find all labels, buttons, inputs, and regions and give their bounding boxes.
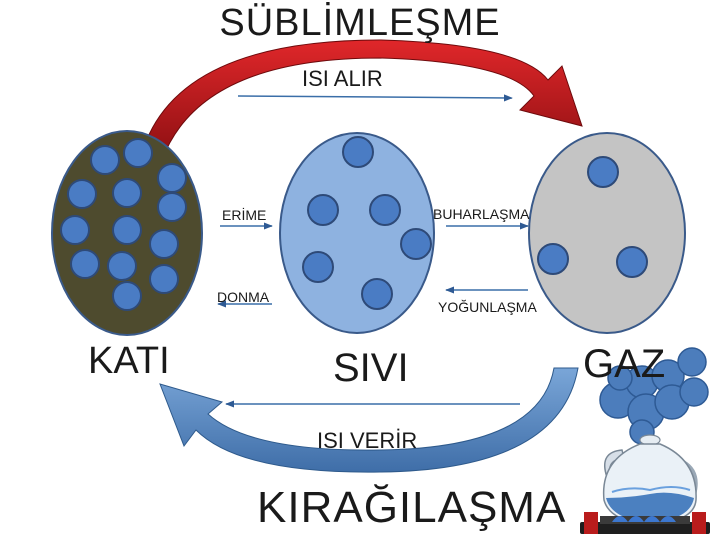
particle <box>112 178 142 208</box>
particle <box>157 163 187 193</box>
solid-label: KATI <box>88 340 170 382</box>
gas-label: GAZ <box>583 342 666 386</box>
deposition-title: KIRAĞILAŞMA <box>257 483 567 532</box>
sublimation-arrow <box>139 39 583 161</box>
freezing-label: DONMA <box>217 289 270 305</box>
evaporation-label: BUHARLAŞMA <box>433 206 530 222</box>
cloud-icon <box>599 347 709 453</box>
particle <box>537 243 569 275</box>
stove-icon <box>580 512 710 534</box>
particle <box>149 229 179 259</box>
deposition-arrow <box>159 367 579 473</box>
particle <box>342 136 374 168</box>
gas-particles <box>537 156 648 278</box>
particle <box>302 251 334 283</box>
gas-oval <box>528 132 686 334</box>
particle <box>67 179 97 209</box>
particle <box>107 251 137 281</box>
particle <box>70 249 100 279</box>
heat-absorbs-label: ISI ALIR <box>302 66 383 91</box>
particle <box>149 264 179 294</box>
liquid-oval <box>279 132 435 334</box>
particle <box>307 194 339 226</box>
particle <box>157 192 187 222</box>
particle <box>616 246 648 278</box>
sublimation-title: SÜBLİMLEŞME <box>219 2 501 44</box>
particle <box>112 215 142 245</box>
heat-releases-label: ISI VERİR <box>317 428 418 453</box>
liquid-label: SIVI <box>333 346 409 390</box>
particle <box>123 138 153 168</box>
liquid-particles <box>302 136 432 310</box>
particle <box>90 145 120 175</box>
particle <box>361 278 393 310</box>
particle <box>400 228 432 260</box>
particle <box>369 194 401 226</box>
melting-label: ERİME <box>222 207 267 223</box>
kettle-icon <box>602 434 698 525</box>
heat-absorb-line <box>237 94 513 102</box>
condensation-label: YOĞUNLAŞMA <box>438 299 537 315</box>
particle <box>112 281 142 311</box>
particle <box>60 215 90 245</box>
particle <box>587 156 619 188</box>
solid-particles <box>60 138 187 311</box>
